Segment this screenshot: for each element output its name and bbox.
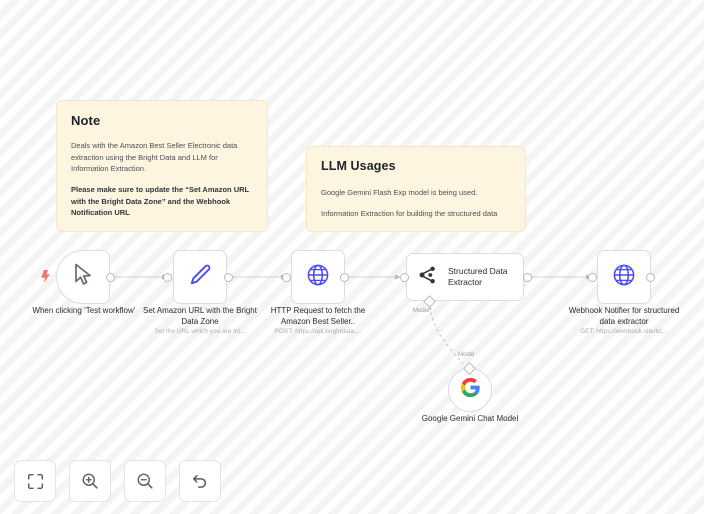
network-graph-icon (417, 264, 439, 291)
node-output-endpoint[interactable] (224, 272, 233, 282)
node-set-amazon-url[interactable] (173, 250, 227, 304)
sticky-note-paragraph: Deals with the Amazon Best Seller Electr… (71, 141, 238, 174)
zoom-in-icon (81, 472, 99, 490)
sticky-note-paragraph: Google Gemini Flash Exp model is being u… (321, 188, 478, 197)
node-output-endpoint[interactable] (340, 272, 349, 282)
sticky-note-title: LLM Usages (321, 159, 396, 173)
sticky-note-title: Note (71, 113, 101, 128)
cursor-arrow-icon (73, 263, 94, 291)
node-subcaption-set-amazon-url: Set the URL which you are int... (154, 328, 246, 335)
undo-arrow-icon (191, 472, 209, 490)
sticky-note-paragraph-bold: Please make sure to update the “Set Amaz… (71, 184, 249, 218)
node-caption-gemini-chat-model: Google Gemini Chat Model (421, 414, 519, 423)
connection-label-model: Model (458, 352, 475, 358)
node-caption-http-request: HTTP Request to fetch the Amazon Best Se… (270, 306, 366, 326)
node-subcaption-webhook-notifier: GET: https://webhook.site/bc... (580, 328, 668, 335)
node-output-endpoint[interactable] (523, 272, 532, 282)
node-input-endpoint[interactable] (588, 272, 597, 282)
node-caption-trigger: When clicking ‘Test workflow’ (32, 306, 136, 315)
sticky-note-main[interactable]: Note Deals with the Amazon Best Seller E… (56, 100, 268, 232)
zoom-out-icon (136, 472, 154, 490)
zoom-in-button[interactable] (69, 460, 111, 502)
fit-screen-icon (27, 473, 44, 490)
node-caption-webhook-notifier: Webhook Notifier for structured data ext… (568, 306, 680, 326)
node-input-endpoint[interactable] (282, 272, 291, 282)
sticky-note-llm[interactable]: LLM Usages Google Gemini Flash Exp model… (306, 146, 526, 233)
reset-zoom-button[interactable] (179, 460, 221, 502)
globe-icon (612, 263, 636, 292)
globe-icon (306, 263, 330, 292)
node-webhook-notifier[interactable] (597, 250, 651, 304)
node-caption-set-amazon-url: Set Amazon URL with the Bright Data Zone (143, 306, 257, 326)
connection-label-model-required: Model* (413, 308, 432, 314)
node-output-endpoint[interactable] (646, 272, 655, 282)
node-structured-data-extractor[interactable]: Structured Data Extractor (406, 253, 524, 301)
node-google-gemini-chat-model[interactable] (448, 368, 492, 412)
fit-to-view-button[interactable] (14, 460, 56, 502)
sticky-note-paragraph: Information Extraction for building the … (321, 208, 498, 218)
node-output-endpoint[interactable] (106, 272, 115, 282)
node-http-request[interactable] (291, 250, 345, 304)
pencil-icon (188, 263, 212, 292)
node-label-structured-data-extractor: Structured Data Extractor (448, 265, 508, 287)
node-when-clicking-test-workflow[interactable] (56, 250, 110, 304)
sticky-note-body: Deals with the Amazon Best Seller Electr… (71, 140, 253, 219)
node-subcaption-http-request: POST: https://api.brightdata.... (274, 328, 362, 335)
google-g-icon (460, 377, 481, 403)
sticky-note-body: Google Gemini Flash Exp model is being u… (321, 187, 511, 219)
lightning-bolt-icon (40, 270, 51, 285)
node-input-endpoint[interactable] (400, 272, 409, 282)
node-input-endpoint[interactable] (163, 272, 172, 282)
canvas-toolbar (14, 460, 221, 502)
zoom-out-button[interactable] (124, 460, 166, 502)
